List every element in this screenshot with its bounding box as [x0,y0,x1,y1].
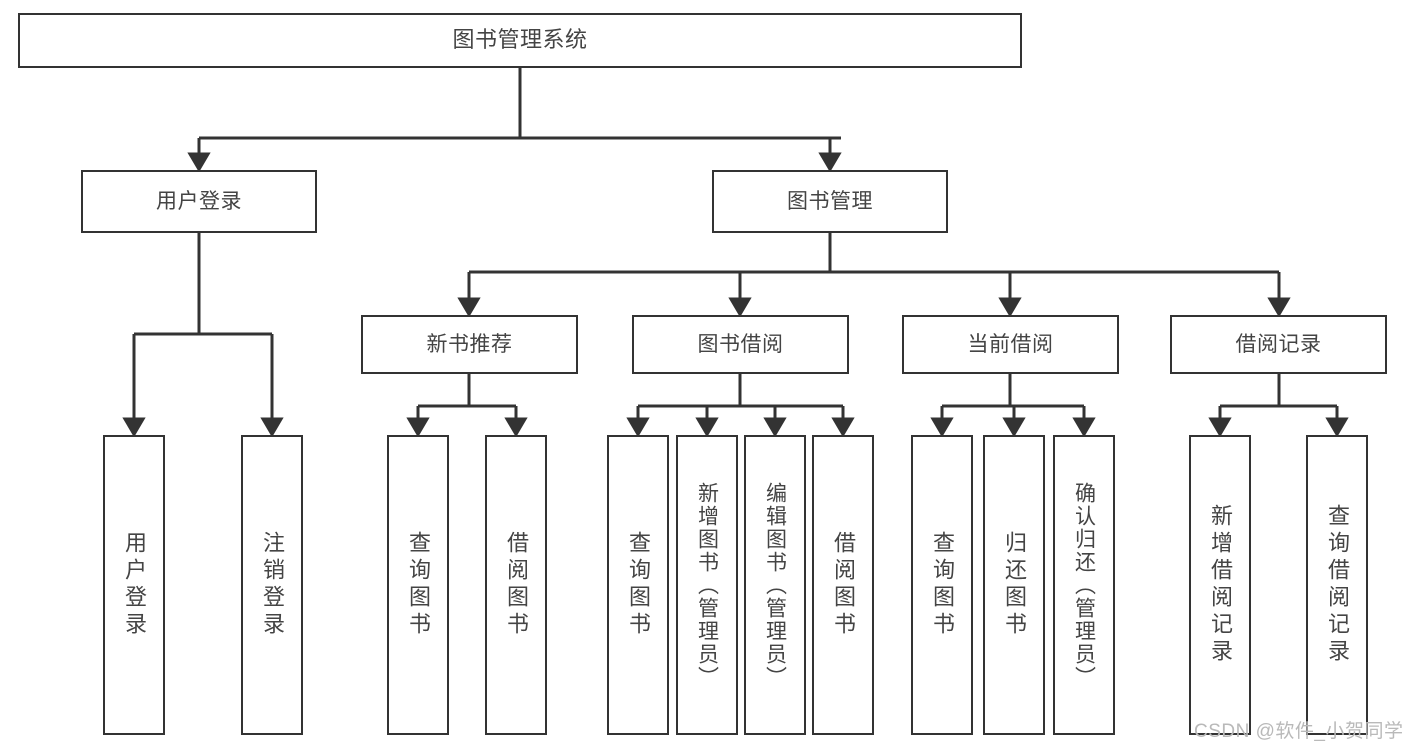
node-leaf-borrow-book-2[interactable]: 借阅图书 [812,435,874,735]
node-book-borrow-label: 图书借阅 [697,332,784,356]
node-leaf-query-book-3[interactable]: 查询图书 [911,435,973,735]
node-borrow-record[interactable]: 借阅记录 [1170,315,1387,374]
node-book-manage[interactable]: 图书管理 [712,170,948,233]
node-leaf-return-book[interactable]: 归还图书 [983,435,1045,735]
node-leaf-edit-book[interactable]: 编辑图书（管理员） [744,435,806,735]
node-leaf-query-book-2-label: 查询图书 [626,531,651,639]
node-leaf-user-login-label: 用户登录 [122,531,147,639]
node-leaf-borrow-book-1-label: 借阅图书 [504,531,529,639]
node-leaf-borrow-book-2-label: 借阅图书 [831,531,856,639]
node-leaf-query-book-3-label: 查询图书 [930,531,955,639]
node-new-book-rec[interactable]: 新书推荐 [361,315,578,374]
node-leaf-logout-label: 注销登录 [260,531,285,639]
node-leaf-query-book-1[interactable]: 查询图书 [387,435,449,735]
node-leaf-add-record[interactable]: 新增借阅记录 [1189,435,1251,735]
node-leaf-query-book-1-label: 查询图书 [406,531,431,639]
node-leaf-logout[interactable]: 注销登录 [241,435,303,735]
node-current-borrow-label: 当前借阅 [967,332,1054,356]
node-user-login-label: 用户登录 [156,189,242,213]
node-leaf-borrow-book-1[interactable]: 借阅图书 [485,435,547,735]
node-current-borrow[interactable]: 当前借阅 [902,315,1119,374]
node-leaf-add-book-label: 新增图书（管理员） [695,481,719,689]
node-book-borrow[interactable]: 图书借阅 [632,315,849,374]
node-user-login[interactable]: 用户登录 [81,170,317,233]
node-book-manage-label: 图书管理 [787,189,873,213]
node-leaf-confirm-return-label: 确认归还（管理员） [1072,481,1096,689]
node-borrow-record-label: 借阅记录 [1235,332,1322,356]
node-root-label: 图书管理系统 [452,27,588,53]
node-new-book-rec-label: 新书推荐 [426,332,513,356]
node-leaf-query-record[interactable]: 查询借阅记录 [1306,435,1368,735]
node-leaf-add-book[interactable]: 新增图书（管理员） [676,435,738,735]
node-leaf-user-login[interactable]: 用户登录 [103,435,165,735]
node-leaf-query-book-2[interactable]: 查询图书 [607,435,669,735]
node-leaf-confirm-return[interactable]: 确认归还（管理员） [1053,435,1115,735]
node-leaf-query-record-label: 查询借阅记录 [1325,504,1350,666]
node-leaf-add-record-label: 新增借阅记录 [1208,504,1233,666]
node-leaf-edit-book-label: 编辑图书（管理员） [763,481,787,689]
node-root[interactable]: 图书管理系统 [18,13,1022,68]
node-leaf-return-book-label: 归还图书 [1002,531,1027,639]
